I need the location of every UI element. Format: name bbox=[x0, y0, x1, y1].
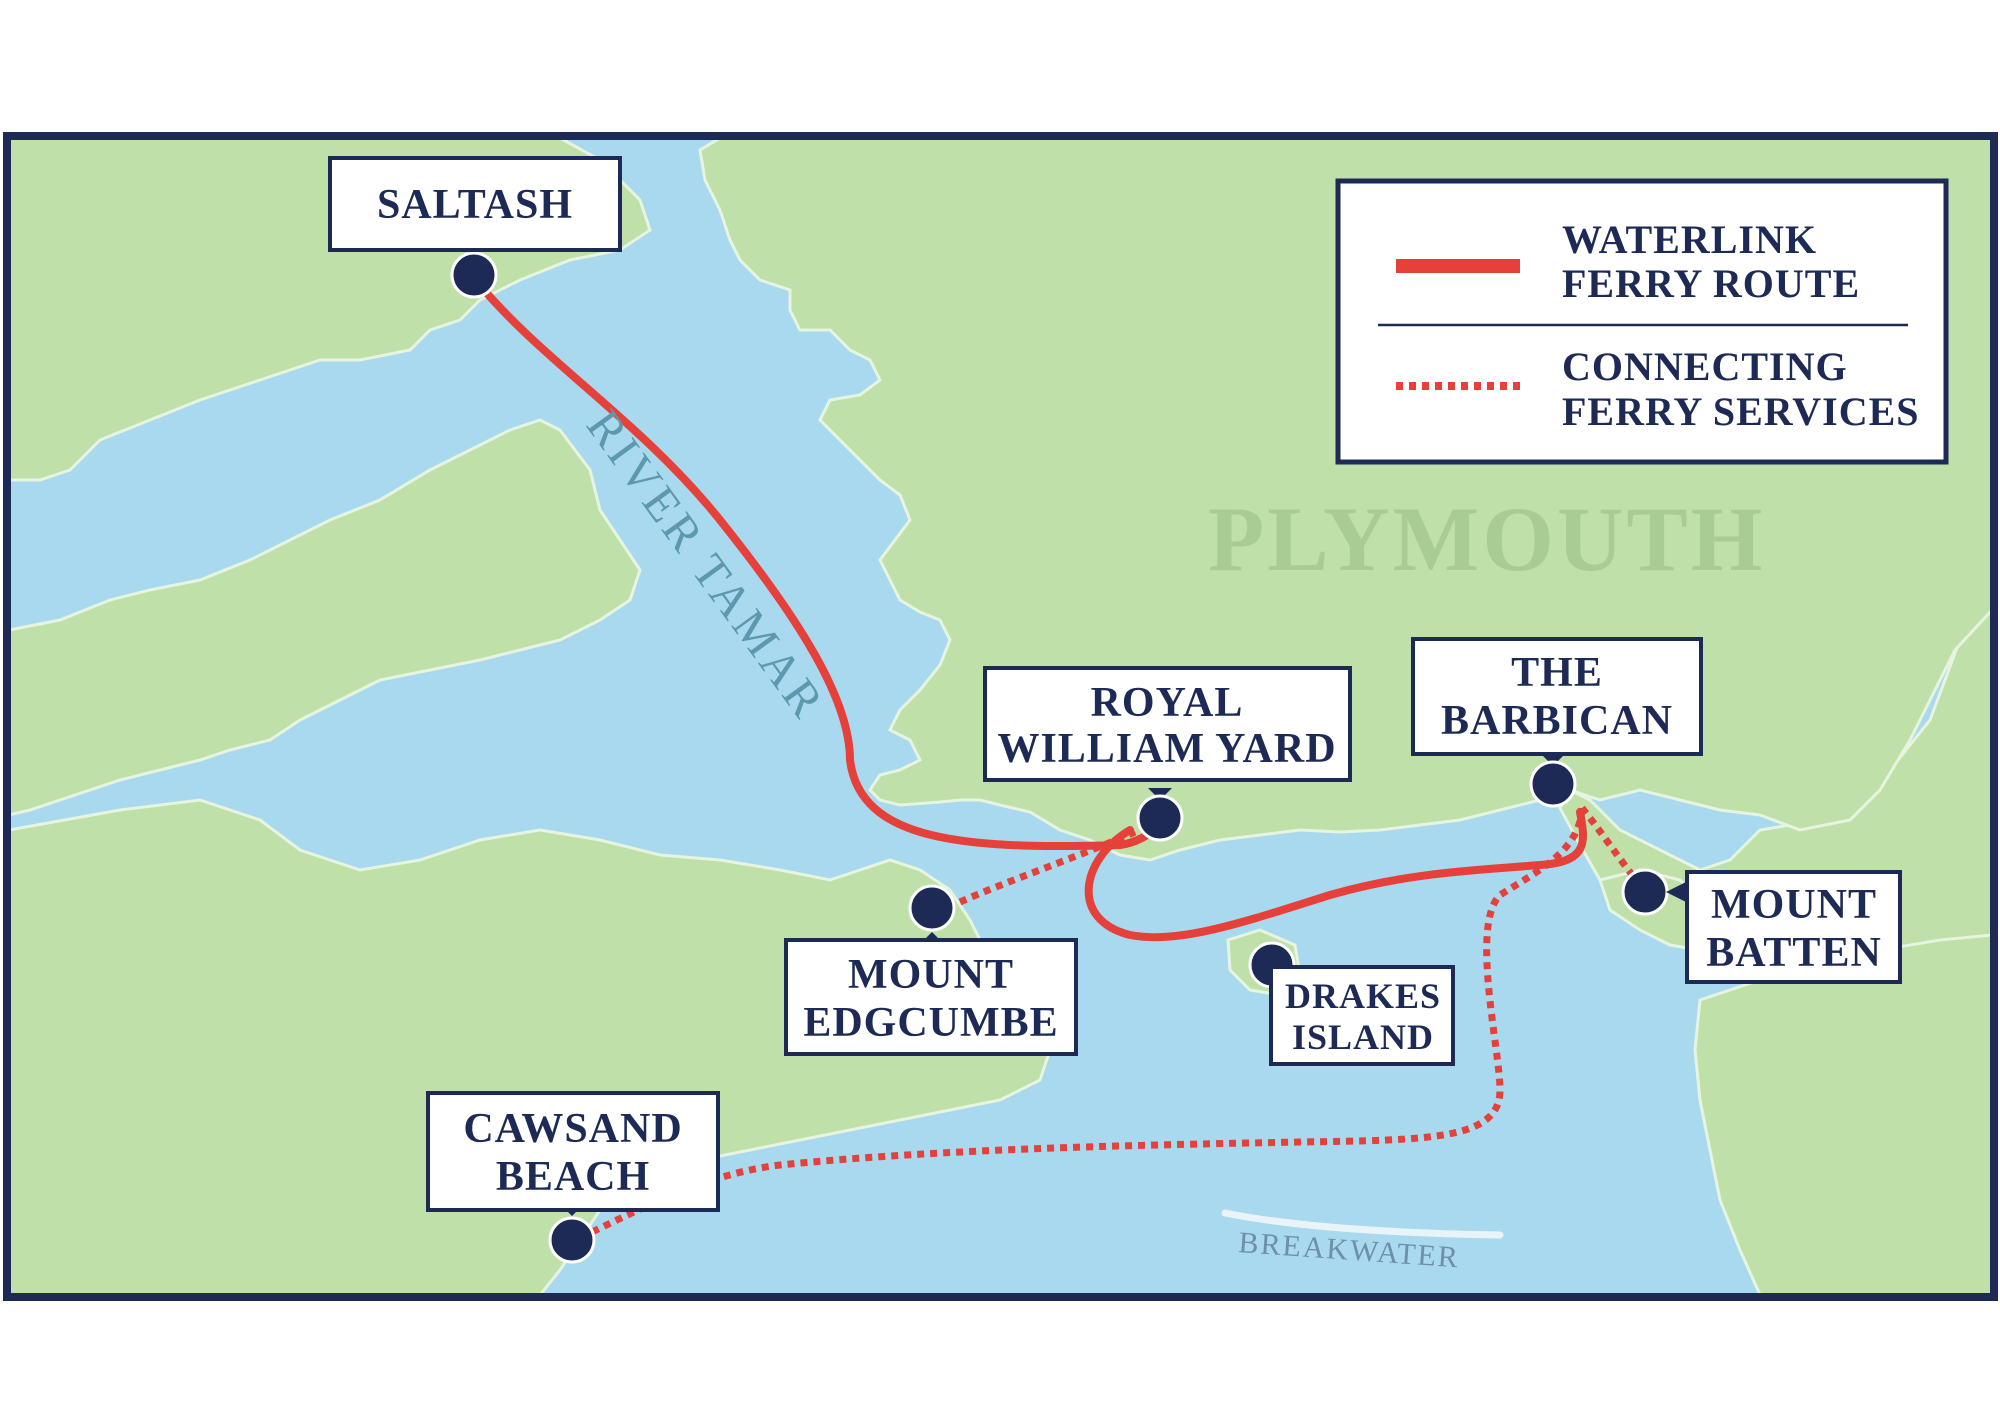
land-south-east bbox=[1693, 933, 1992, 1295]
stop-label-drakes-island-line2: ISLAND bbox=[1292, 1017, 1434, 1057]
stop-label-cawsand-beach-line1: CAWSAND bbox=[463, 1106, 682, 1152]
land-cornwall-west bbox=[9, 418, 642, 817]
stop-label-royal-william-yard-line2: WILLIAM YARD bbox=[997, 726, 1336, 772]
connecting-route-edgcumbe-rwy bbox=[958, 828, 1137, 906]
stop-label-saltash-line1: SALTASH bbox=[377, 182, 573, 228]
legend-dotted-line2: FERRY SERVICES bbox=[1562, 389, 1920, 434]
stop-label-royal-william-yard-line1: ROYAL bbox=[1091, 680, 1244, 726]
place-name-plymouth: PLYMOUTH bbox=[1208, 488, 1765, 590]
stop-label-mount-edgcumbe-line2: EDGCUMBE bbox=[803, 1000, 1058, 1046]
stop-marker-the-barbican[interactable] bbox=[1529, 754, 1577, 808]
stop-marker-royal-william-yard[interactable] bbox=[1136, 788, 1184, 842]
stop-label-mount-batten[interactable]: MOUNT BATTEN bbox=[1685, 870, 1902, 984]
stop-marker-mount-batten[interactable] bbox=[1621, 868, 1686, 916]
stop-label-mount-batten-line2: BATTEN bbox=[1706, 930, 1882, 976]
connecting-route-barbican-cawsand bbox=[573, 807, 1586, 1244]
stop-label-mount-batten-line1: MOUNT bbox=[1711, 882, 1877, 928]
stop-label-cawsand-beach-line2: BEACH bbox=[496, 1154, 650, 1200]
stop-label-the-barbican-line2: BARBICAN bbox=[1441, 698, 1673, 744]
stop-label-drakes-island-line1: DRAKES bbox=[1285, 976, 1441, 1016]
legend-dotted-line1: CONNECTING bbox=[1562, 344, 1848, 389]
legend-solid-line1: WATERLINK bbox=[1562, 217, 1817, 262]
breakwater bbox=[1221, 1209, 1504, 1239]
map-legend: WATERLINK FERRY ROUTE CONNECTING FERRY S… bbox=[1335, 178, 1949, 465]
stop-label-saltash[interactable]: SALTASH bbox=[328, 156, 622, 252]
stop-label-cawsand-beach[interactable]: CAWSAND BEACH bbox=[426, 1091, 720, 1212]
map-frame bbox=[3, 132, 1998, 1301]
stop-label-royal-william-yard[interactable]: ROYAL WILLIAM YARD bbox=[983, 666, 1352, 782]
stop-label-the-barbican[interactable]: THE BARBICAN bbox=[1411, 637, 1703, 756]
waterlink-route-saltash-rwy bbox=[470, 274, 1164, 851]
waterlink-route-rwy-barbican bbox=[1084, 808, 1587, 942]
stop-label-drakes-island[interactable]: DRAKES ISLAND bbox=[1269, 965, 1455, 1066]
legend-solid-line2: FERRY ROUTE bbox=[1562, 261, 1860, 306]
stop-label-the-barbican-line1: THE bbox=[1511, 650, 1603, 696]
stop-label-mount-edgcumbe[interactable]: MOUNT EDGCUMBE bbox=[784, 938, 1078, 1056]
stop-label-mount-edgcumbe-line1: MOUNT bbox=[848, 952, 1014, 998]
